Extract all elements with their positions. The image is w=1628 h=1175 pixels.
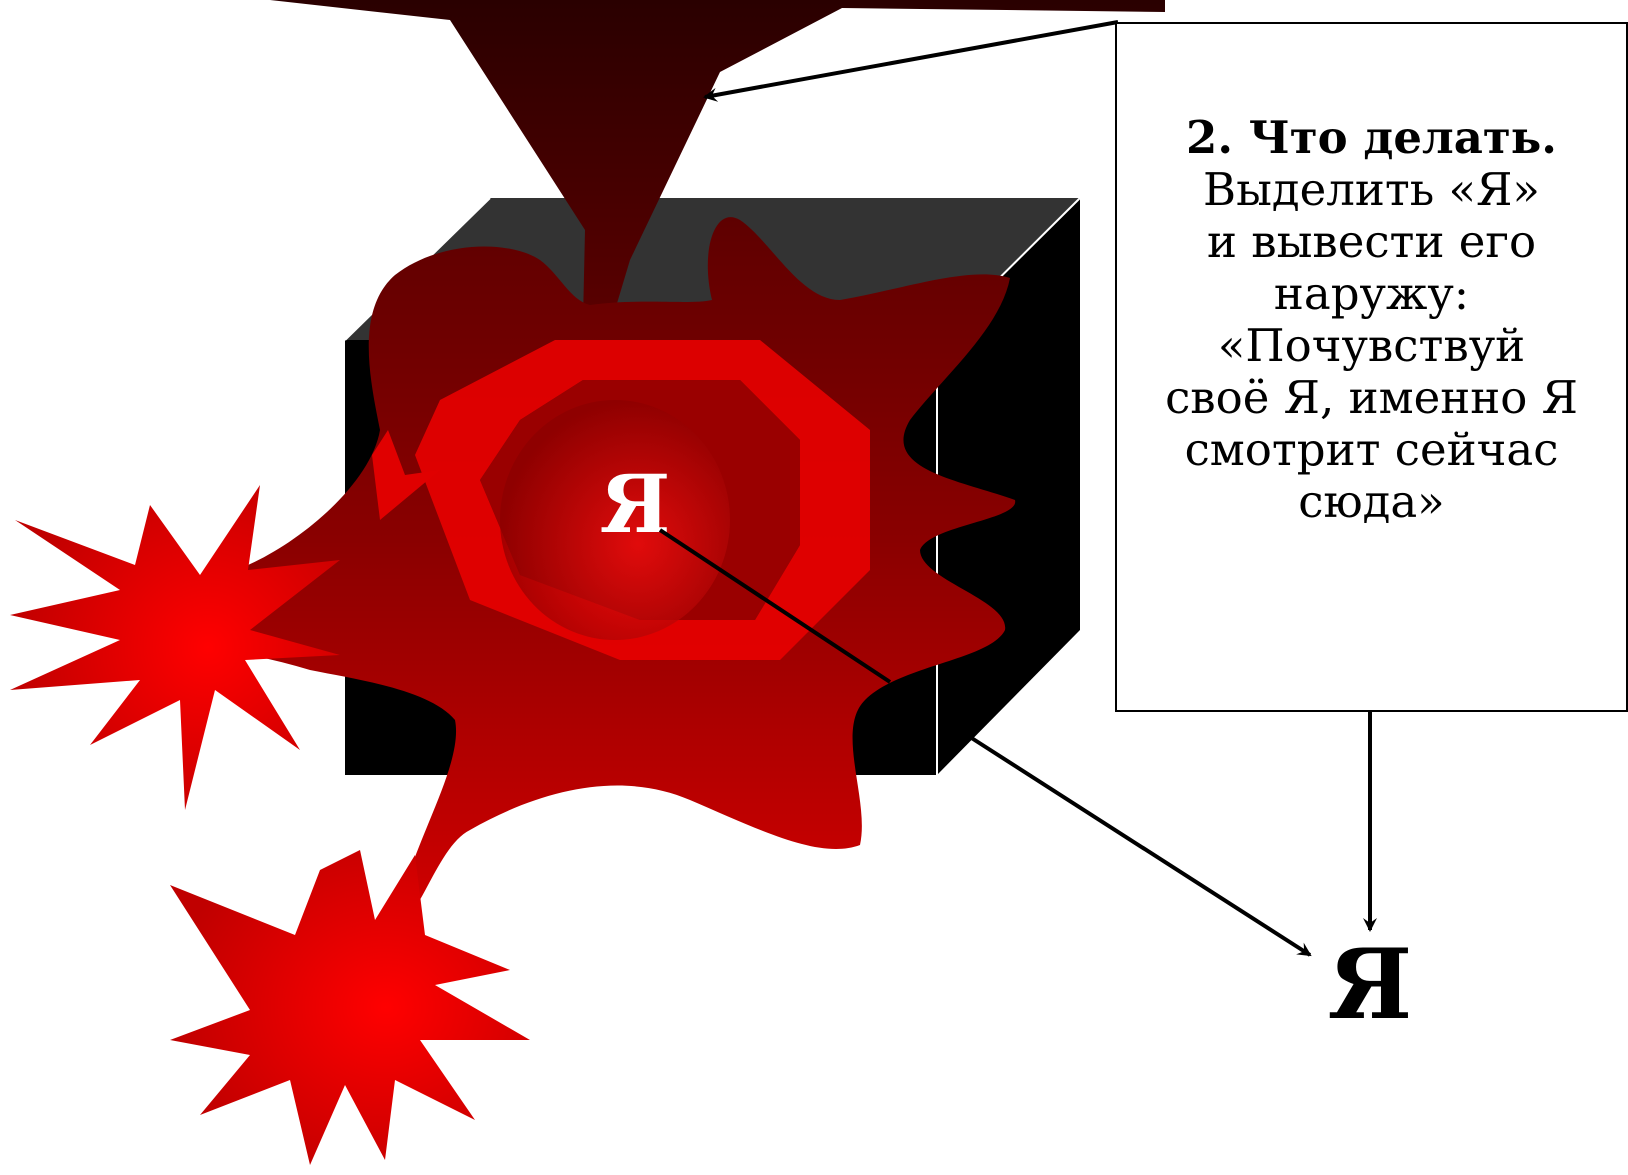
note-body: Выделить «Я» и вывести его наружу: «Почу… bbox=[1118, 164, 1625, 528]
dark-funnel bbox=[270, 0, 1165, 320]
note-line: и вывести его bbox=[1206, 215, 1537, 268]
connector-line bbox=[658, 528, 892, 684]
note-line: «Почувствуй bbox=[1217, 319, 1526, 372]
red-star-left bbox=[10, 485, 340, 810]
note-line: своё Я, именно Я bbox=[1165, 371, 1578, 424]
note-line: Выделить «Я» bbox=[1203, 163, 1540, 216]
note-line: сюда» bbox=[1298, 475, 1445, 528]
outer-self-letter: Я bbox=[1328, 928, 1413, 1041]
note-line: наружу: bbox=[1273, 267, 1470, 320]
arrow-to-outer-self bbox=[968, 735, 1312, 957]
core-sphere bbox=[500, 400, 730, 640]
note-heading: 2. Что делать. bbox=[1186, 111, 1557, 164]
inner-self-letter: Я bbox=[600, 457, 671, 551]
red-curved-arrow bbox=[372, 430, 440, 520]
arrow-from-note-to-funnel bbox=[703, 20, 1119, 102]
note-text: 2. Что делать. Выделить «Я» и вывести ег… bbox=[1118, 112, 1625, 528]
note-line: смотрит сейчас bbox=[1184, 423, 1559, 476]
red-star-bottom bbox=[170, 850, 530, 1165]
note-box bbox=[1115, 22, 1628, 712]
